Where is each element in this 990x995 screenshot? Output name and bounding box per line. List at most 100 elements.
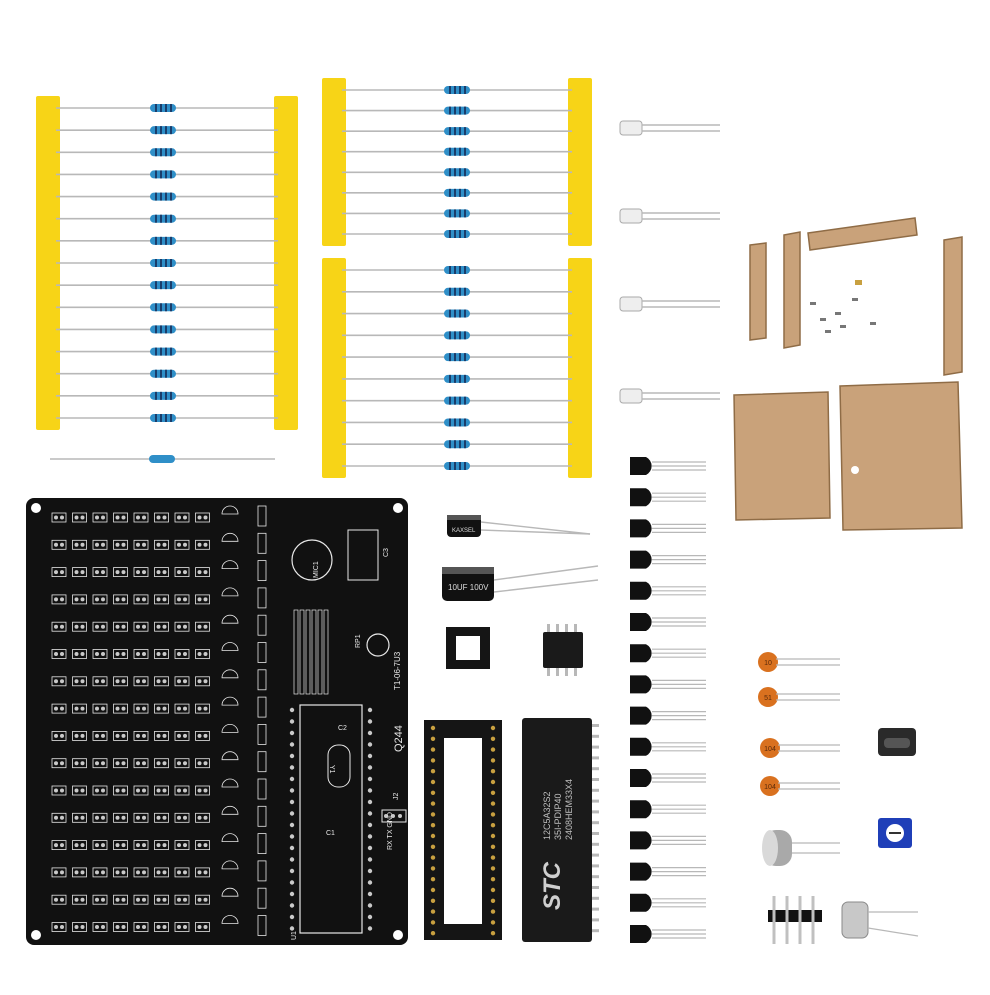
resistor-band bbox=[454, 147, 456, 156]
pad bbox=[115, 542, 120, 547]
resistor-footprint bbox=[257, 860, 267, 882]
pad bbox=[177, 652, 181, 656]
resistor bbox=[444, 287, 470, 296]
rp1-silk-label: RP1 bbox=[355, 634, 362, 648]
socket-contact bbox=[430, 877, 436, 882]
resistor bbox=[444, 418, 470, 427]
socket-contact bbox=[490, 747, 496, 752]
resistor-band bbox=[155, 303, 157, 312]
pad bbox=[367, 707, 373, 713]
transistor-body bbox=[630, 706, 652, 725]
led-body bbox=[619, 388, 643, 404]
leds bbox=[619, 120, 720, 404]
transistor-body bbox=[630, 831, 652, 850]
resistor-body bbox=[444, 147, 470, 156]
resistor bbox=[444, 147, 470, 156]
pad bbox=[95, 815, 99, 820]
led-footprint bbox=[174, 894, 190, 905]
pad bbox=[156, 624, 161, 629]
pad bbox=[203, 515, 208, 520]
resistor-band bbox=[165, 369, 167, 378]
resistor-band bbox=[464, 188, 466, 197]
uart-header bbox=[381, 809, 407, 823]
led-footprint bbox=[174, 567, 190, 577]
socket-contact bbox=[490, 769, 496, 774]
resistor-band bbox=[165, 414, 167, 422]
led-footprint bbox=[92, 512, 108, 523]
socket-contact bbox=[490, 823, 496, 828]
pad bbox=[121, 788, 126, 793]
led-footprint bbox=[51, 649, 67, 659]
pad bbox=[156, 925, 161, 929]
transistor bbox=[630, 675, 706, 694]
led-footprint bbox=[92, 894, 108, 905]
resistor-body bbox=[150, 214, 176, 223]
pad bbox=[74, 706, 79, 711]
pad bbox=[289, 926, 295, 931]
pad bbox=[60, 815, 64, 820]
resistor-footprint bbox=[257, 669, 267, 691]
pad bbox=[80, 570, 85, 575]
pad bbox=[183, 925, 187, 929]
mcu-pin bbox=[592, 756, 599, 760]
pad bbox=[162, 761, 167, 766]
pad bbox=[367, 834, 373, 839]
resistor-body bbox=[150, 281, 176, 290]
pad bbox=[177, 597, 181, 602]
pad bbox=[156, 706, 161, 711]
mcu-outline bbox=[299, 704, 363, 934]
case-top-bar bbox=[807, 217, 918, 251]
pad bbox=[183, 706, 187, 711]
resistor-body bbox=[444, 309, 470, 318]
transistor bbox=[630, 831, 706, 850]
resistor-footprint bbox=[257, 614, 267, 636]
resistor bbox=[444, 462, 470, 470]
led-footprint bbox=[174, 867, 190, 878]
led-footprint bbox=[51, 731, 67, 741]
c1-silk-label: C1 bbox=[326, 830, 335, 837]
pad bbox=[115, 870, 120, 875]
led-footprint bbox=[154, 676, 169, 687]
resistor-band bbox=[449, 309, 451, 318]
resistor bbox=[444, 266, 470, 274]
socket-contact bbox=[430, 909, 436, 914]
resistor bbox=[150, 347, 176, 356]
transistor-footprint bbox=[221, 833, 239, 842]
pad bbox=[142, 733, 146, 738]
pad bbox=[177, 870, 181, 875]
transistor-body bbox=[630, 675, 652, 694]
dip-pin bbox=[547, 668, 550, 676]
resistor bbox=[150, 391, 176, 400]
led-footprint bbox=[72, 922, 87, 932]
led-footprint bbox=[174, 922, 190, 932]
pad bbox=[60, 843, 64, 848]
resistor-band bbox=[170, 214, 172, 223]
transistor bbox=[630, 925, 706, 943]
transistor-body bbox=[630, 893, 652, 912]
pad bbox=[367, 719, 373, 724]
pad bbox=[183, 815, 187, 820]
pad bbox=[367, 799, 373, 805]
pad bbox=[289, 742, 295, 747]
resistor-band bbox=[155, 192, 157, 201]
mcu-pin bbox=[592, 929, 599, 933]
pad bbox=[203, 597, 208, 602]
resistor-band bbox=[170, 236, 172, 245]
pad bbox=[162, 788, 167, 793]
acrylic-case-pieces bbox=[733, 217, 963, 531]
socket-window bbox=[456, 636, 480, 660]
transistor bbox=[630, 613, 706, 631]
pad bbox=[60, 897, 64, 902]
transistor bbox=[630, 550, 706, 569]
pad bbox=[367, 788, 373, 793]
microphone-face bbox=[762, 830, 778, 866]
resistor-body bbox=[150, 192, 176, 201]
led-footprint bbox=[51, 676, 67, 687]
pad bbox=[74, 679, 79, 684]
resistor-band bbox=[449, 147, 451, 156]
capacitor-code: 104 bbox=[764, 784, 776, 791]
pad bbox=[54, 679, 58, 684]
led-footprint bbox=[195, 758, 210, 769]
transistor-body bbox=[630, 581, 652, 600]
transistor-body bbox=[630, 613, 652, 631]
